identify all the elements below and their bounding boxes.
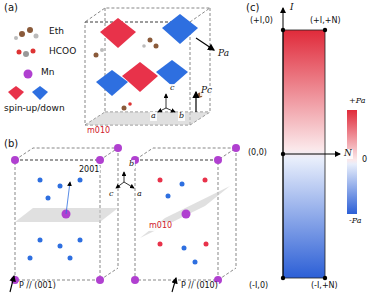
cells-b [15,148,236,280]
figure-label: Pc [200,86,213,96]
spins [28,178,209,265]
figure-label: 0 [361,156,368,165]
figure-label: I [289,3,295,13]
mn-atoms [11,144,240,284]
axes-a [158,38,214,112]
figure-label: a [150,112,157,121]
arrows-b [10,172,176,292]
octahedra [96,14,198,96]
figure-label: (c) [245,2,260,13]
figure-label: b [178,112,185,121]
crystal-structure [85,8,210,125]
legend-text: Mn [40,68,55,78]
figure-label: N [343,149,353,159]
figure-label: P // (010) [180,282,219,291]
figure-label: m010 [148,222,173,231]
figure-label: (-I,+N) [310,282,339,291]
figure-label: (+I,+N) [309,17,342,26]
legend-text: spin-up/down [3,104,66,114]
figure-label: (+I,0) [249,17,274,26]
axes-c [283,8,340,278]
mirror-plane [85,112,210,125]
figure-label: c [108,190,114,199]
figure-label: a [136,190,143,199]
molecules [94,38,203,111]
corner-dots [281,28,327,280]
figure-label: b [128,160,135,169]
figure-label: P // (001) [18,282,57,291]
figure-label: (b) [3,138,19,149]
figure-label: (-I,0) [248,282,269,291]
figure-label: c [169,84,175,93]
figure-label: +Pa [348,97,367,106]
figure-label: Pa [217,49,230,59]
plane-b2 [140,186,230,238]
figure-label: (0,0) [247,149,268,158]
legend-text: Eth [48,27,65,37]
legend-icons [8,27,48,100]
legend-text: HCOO [48,47,77,57]
figure-label: 2001 [78,166,100,175]
figure-label: (a) [3,2,19,13]
colorbar [347,110,357,214]
figure-label: m010 [86,127,111,136]
figure-label: -Pa [348,217,363,226]
